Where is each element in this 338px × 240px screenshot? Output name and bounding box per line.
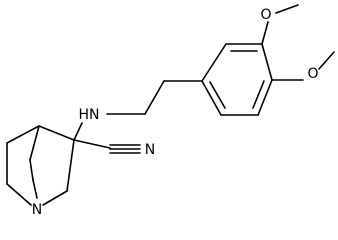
quinuclidine-n-label: N (32, 202, 42, 216)
bond-ring-double-2 (252, 80, 265, 109)
bond-c3-c4 (38, 125, 75, 141)
bond-c3-cn (73, 139, 111, 149)
structure-diagram: O O HN N N (6, 4, 335, 216)
bond-c-o-meta (261, 21, 269, 45)
bond-nh-c3 (73, 122, 83, 141)
bond-ring-double-3 (209, 81, 226, 109)
nitrile-group: N (73, 139, 155, 158)
nitrile-n-label: N (145, 142, 155, 158)
oxygen-meta-label: O (260, 7, 271, 23)
bond-ch2-ch2 (144, 80, 165, 115)
bond-c4-ca (6, 125, 40, 144)
quinuclidine-cage: N (6, 125, 75, 216)
bond-c4-cc (29, 125, 40, 161)
bond-cd-n1 (32, 179, 38, 199)
bond-ring-3 (257, 79, 273, 116)
bond-c3-c2 (66, 139, 75, 192)
bond-cb-n1 (6, 183, 32, 206)
amine-nh-label: HN (79, 107, 100, 123)
bond-o-ch3-meta (275, 4, 299, 14)
bond-ring-2 (261, 43, 273, 81)
methoxy-para: O (271, 51, 335, 82)
bond-ring-6 (201, 43, 227, 82)
bond-cc-cd (29, 159, 34, 181)
bond-o-ch3-para (318, 51, 335, 70)
ethyl-linker (106, 80, 203, 115)
bond-c2-n1 (42, 190, 68, 206)
benzene-ring (201, 43, 273, 116)
methoxy-meta: O (260, 4, 299, 45)
bond-ring-5 (201, 80, 222, 116)
oxygen-para-label: O (307, 66, 318, 82)
